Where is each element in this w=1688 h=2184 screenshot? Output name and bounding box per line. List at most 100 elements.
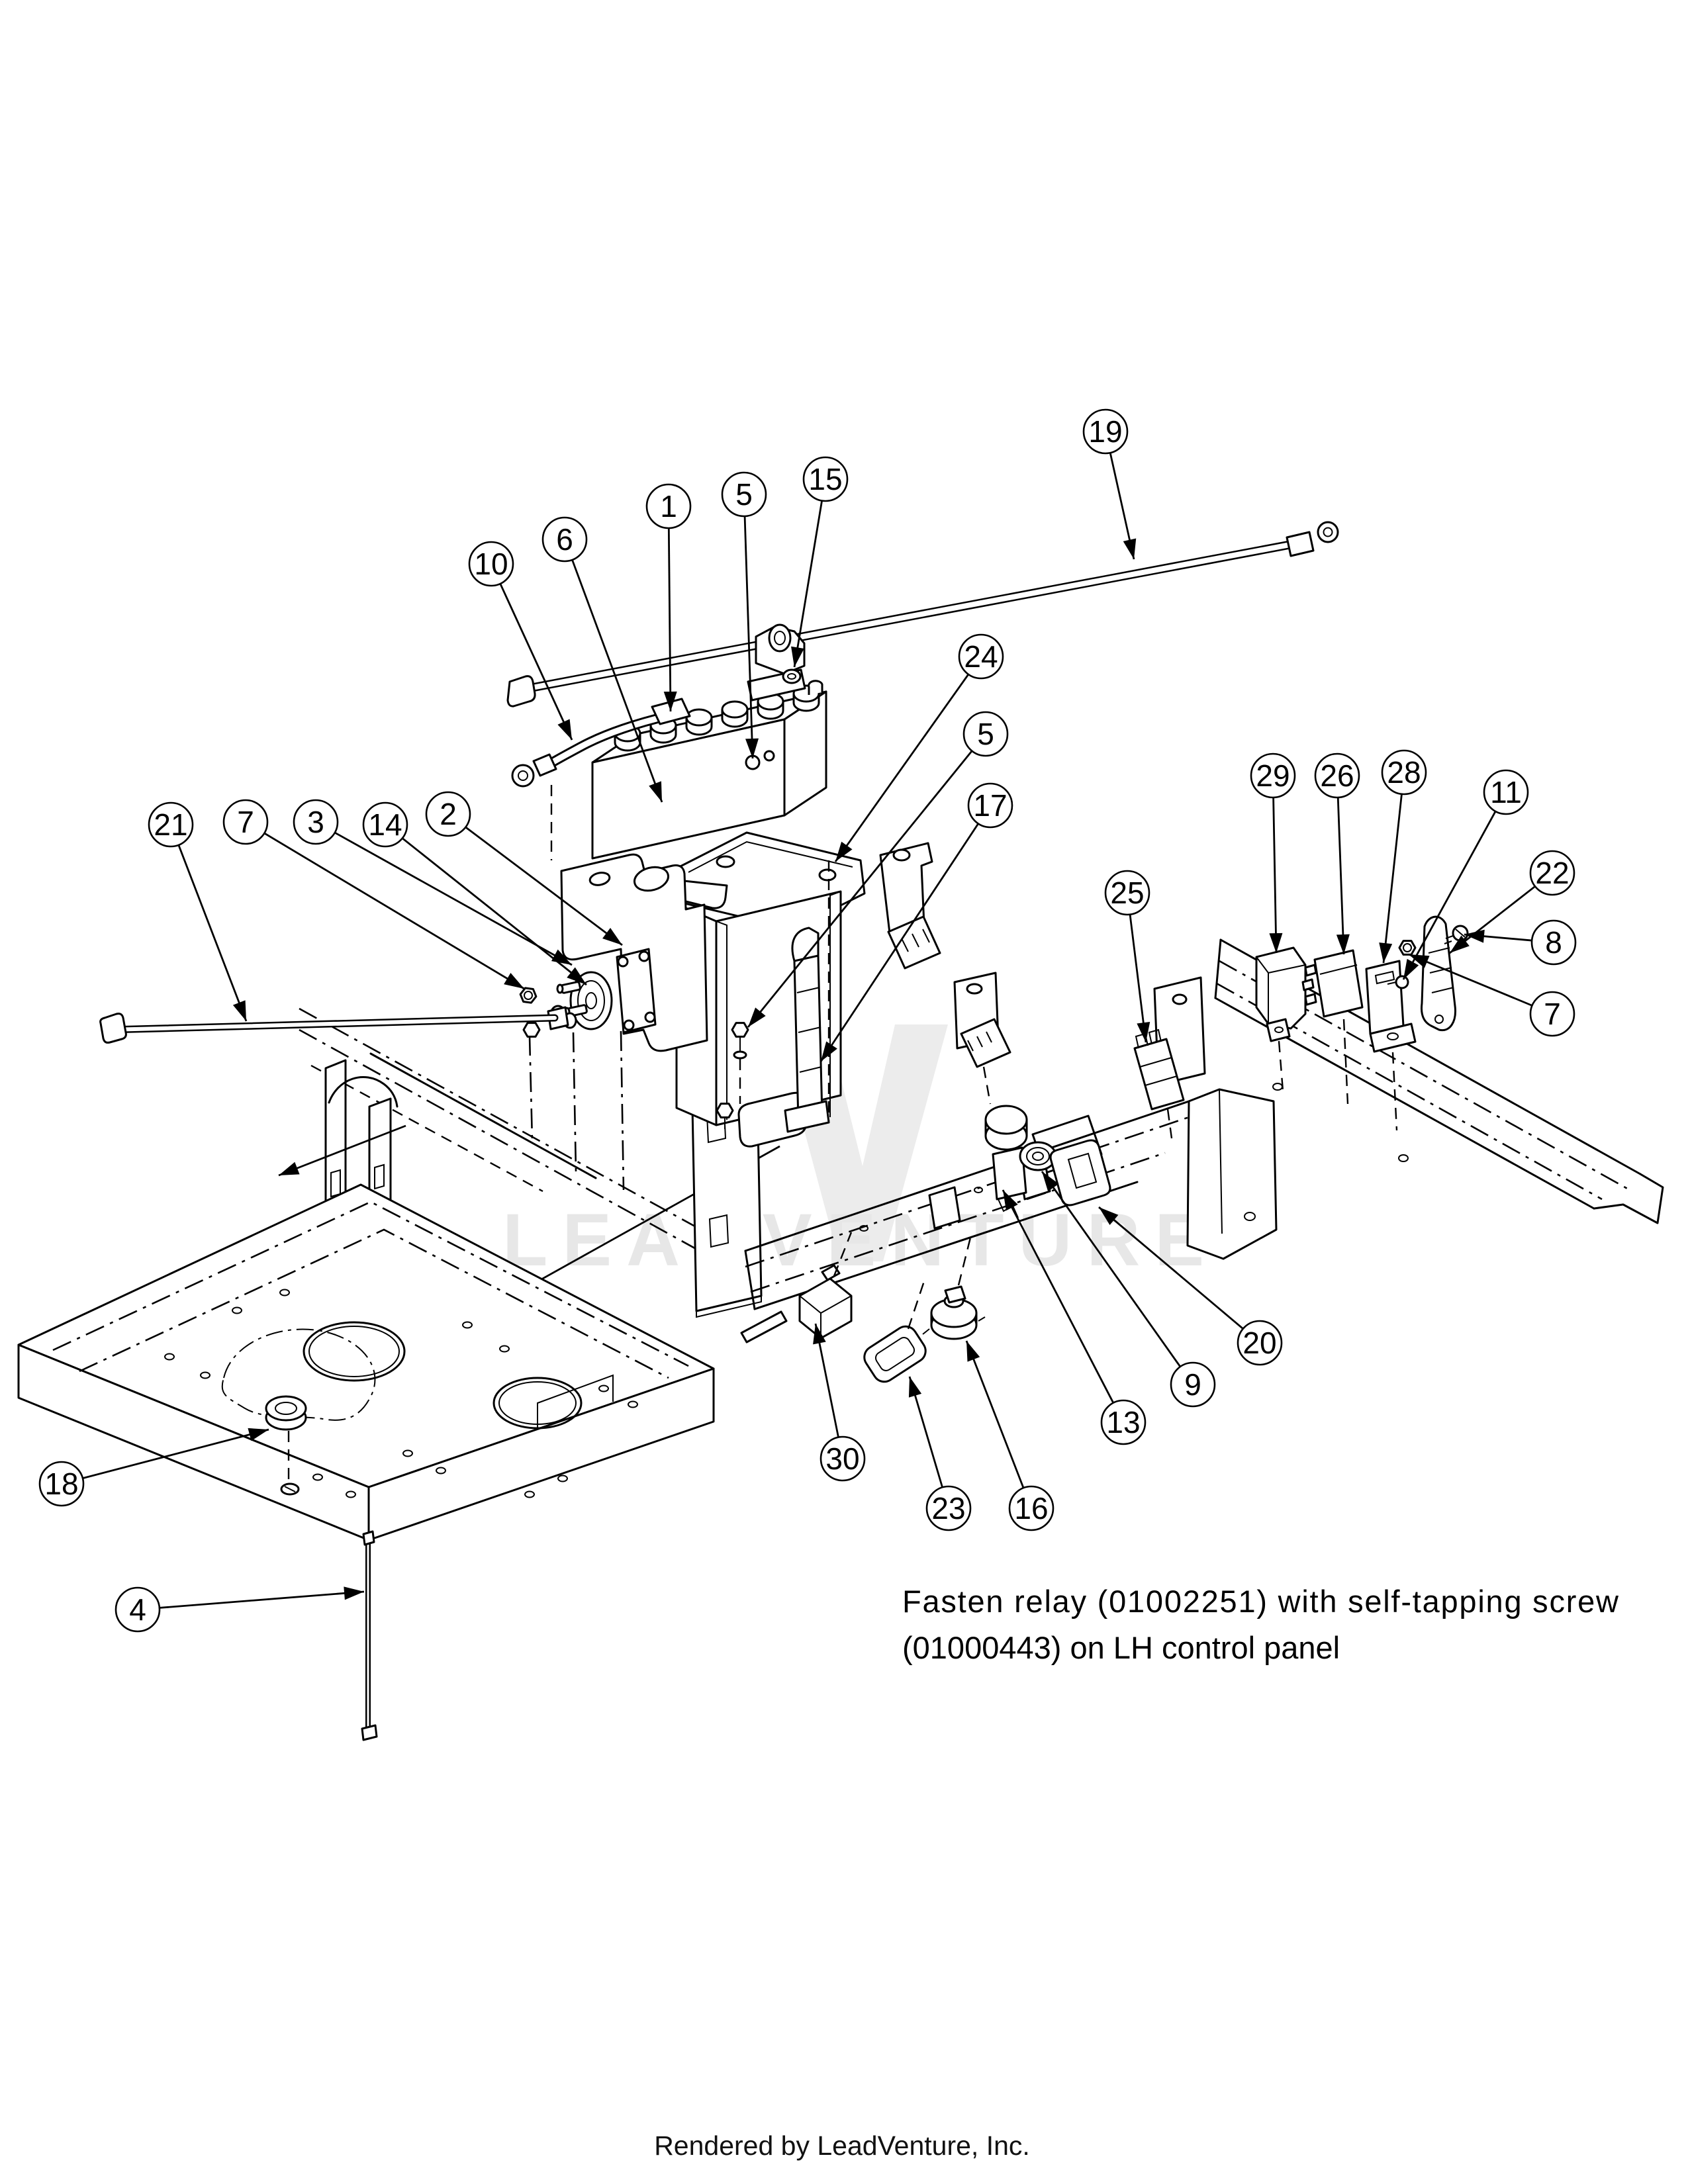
callout-number-5: 5 [977, 717, 994, 751]
callout-balloon-29 [1250, 752, 1296, 799]
callout-leader-14 [401, 837, 587, 986]
callout-balloon-19 [1082, 408, 1129, 455]
callout-balloon-8 [1530, 919, 1577, 966]
callout-number-15: 15 [808, 462, 842, 496]
rod-21 [99, 1013, 559, 1044]
callout-balloon-15 [802, 456, 849, 502]
note-line1: Fasten relay (01002251) with self-tappin… [902, 1584, 1619, 1619]
callout-number-5: 5 [735, 477, 753, 512]
callout-leader-19 [1109, 452, 1137, 560]
callout-number-21: 21 [154, 807, 187, 842]
callout-number-30: 30 [825, 1441, 859, 1476]
callout-leader-29 [1269, 797, 1283, 954]
relay-30 [740, 1232, 853, 1343]
callout-leader-10 [499, 583, 573, 741]
callout-number-28: 28 [1387, 755, 1421, 790]
callout-balloon-18 [38, 1461, 85, 1507]
hold-down-strap [716, 927, 830, 1133]
callout-balloon-30 [820, 1435, 866, 1482]
callout-number-26: 26 [1320, 758, 1354, 793]
callout-balloon-7 [1529, 991, 1575, 1037]
callout-leader-28 [1379, 794, 1403, 964]
callout-number-25: 25 [1110, 876, 1144, 910]
harness-connector [953, 972, 1011, 1105]
callout-leader-17 [820, 823, 979, 1062]
callout-leader-16 [965, 1340, 1025, 1488]
support-rod-4 [361, 1530, 378, 1741]
callout-number-23: 23 [931, 1491, 965, 1525]
callout-balloon-21 [148, 801, 194, 848]
callout-leader-15 [791, 500, 823, 668]
callout-number-29: 29 [1256, 758, 1289, 793]
callout-leader-6 [571, 559, 663, 803]
callout-leader-5 [743, 516, 759, 759]
callout-balloon-16 [1008, 1485, 1055, 1531]
grommet-18 [265, 1395, 307, 1496]
callout-balloon-3 [293, 799, 339, 845]
callout-balloon-7 [222, 799, 269, 845]
callout-number-10: 10 [474, 547, 508, 581]
battery [591, 680, 827, 860]
callout-number-9: 9 [1184, 1367, 1201, 1402]
callout-balloon-1 [645, 483, 692, 529]
callout-balloon-5 [962, 711, 1009, 757]
callout-leader-23 [908, 1376, 943, 1488]
callout-leader-30 [813, 1323, 839, 1437]
callout-number-17: 17 [973, 788, 1007, 823]
callout-balloon-24 [958, 633, 1004, 680]
callout-balloon-25 [1104, 870, 1150, 916]
starter-solenoid [518, 948, 657, 1191]
callout-balloon-13 [1100, 1399, 1147, 1445]
callout-leader-9 [1041, 1171, 1182, 1367]
callout-number-6: 6 [556, 522, 573, 557]
callout-leader-8 [1464, 929, 1532, 943]
callout-number-11: 11 [1490, 775, 1522, 809]
callout-number-19: 19 [1088, 414, 1122, 449]
callout-number-20: 20 [1243, 1326, 1276, 1360]
callout-number-13: 13 [1106, 1405, 1140, 1439]
callout-balloon-2 [425, 791, 471, 837]
callout-leader-18 [82, 1428, 269, 1479]
rod-19 [506, 521, 1339, 707]
callout-leader-25 [1129, 914, 1150, 1043]
ignition-switch-16 [922, 1232, 986, 1340]
watermark-text: LEADVENTURE [502, 1199, 1219, 1281]
callout-balloon-5 [721, 471, 767, 518]
callout-leader-13 [1002, 1189, 1115, 1404]
callout-number-8: 8 [1545, 925, 1562, 960]
seat-switch-bracket [879, 842, 941, 970]
callout-number-1: 1 [660, 489, 677, 523]
callout-balloon-14 [362, 801, 408, 848]
callout-number-7: 7 [1544, 997, 1561, 1031]
callout-leader-21 [177, 844, 248, 1022]
callout-balloon-28 [1381, 749, 1427, 796]
control-panel-bar [744, 1088, 1278, 1310]
callout-leader-24 [834, 674, 970, 862]
callout-leader-7 [1408, 953, 1533, 1007]
callout-number-2: 2 [440, 797, 457, 831]
callout-balloon-22 [1529, 850, 1575, 896]
callout-balloon-17 [967, 782, 1013, 829]
callout-leader-2 [465, 826, 623, 946]
callout-number-14: 14 [368, 807, 402, 842]
callout-leader-22 [1449, 886, 1536, 954]
note-line2: (01000443) on LH control panel [902, 1630, 1340, 1665]
battery-cable [511, 698, 691, 860]
callout-balloon-26 [1314, 752, 1360, 799]
callout-leader-20 [1098, 1206, 1244, 1330]
callout-balloon-10 [468, 541, 514, 587]
grommet-23 [863, 1281, 927, 1383]
callout-number-24: 24 [964, 639, 998, 674]
callout-number-3: 3 [307, 805, 324, 839]
callout-leader-5 [747, 750, 973, 1028]
callout-balloon-4 [115, 1586, 161, 1633]
callout-leader-11 [1402, 811, 1497, 980]
callout-number-7: 7 [237, 805, 254, 839]
callout-balloon-9 [1170, 1361, 1216, 1408]
callout-leader-26 [1336, 797, 1350, 955]
callout-leader-7 [263, 832, 525, 990]
interlock-switch-assembly [1255, 915, 1469, 1131]
ignition-button-and-bezels [984, 1105, 1111, 1218]
